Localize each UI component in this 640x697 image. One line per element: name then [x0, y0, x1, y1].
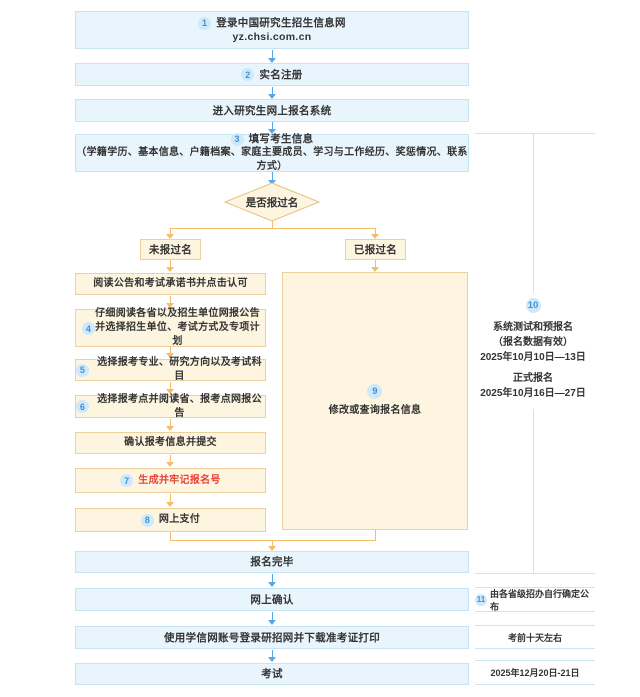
registration-period-note: 10 系统测试和预报名 （报名数据有效） 2025年10月10日—13日 正式报…	[458, 298, 608, 401]
step-exam-label: 考试	[261, 668, 283, 680]
step-number-badge: 7	[120, 474, 134, 487]
step-read-announcements-line2: 并选择招生单位、考试方式及专项计划	[95, 322, 260, 347]
step-done-label: 报名完毕	[250, 556, 294, 568]
step-login-label: 登录中国研究生招生信息网	[216, 17, 346, 29]
timeline-bracket-line	[533, 409, 534, 573]
period-subtitle: （报名数据有效）	[493, 337, 573, 348]
arrow-down-icon	[165, 382, 175, 394]
arrow-down-icon	[165, 455, 175, 467]
step-online-confirm-box: 网上确认	[75, 588, 469, 611]
step-choose-major-label: 选择报考专业、研究方向以及考试科目	[97, 357, 262, 382]
arrow-down-icon	[267, 172, 277, 185]
step-remember-number-box: 7 生成并牢记报名号	[75, 468, 266, 493]
step-fill-info-label: 填写考生信息	[248, 133, 314, 145]
step-enter-system-box: 进入研究生网上报名系统	[75, 99, 469, 122]
arrow-down-icon	[165, 347, 175, 358]
step-choose-major-box: 5 选择报考专业、研究方向以及考试科目	[75, 357, 266, 382]
note-exam-date: 2025年12月20日-21日	[475, 660, 595, 685]
note-number-badge: 10	[525, 298, 541, 313]
step-online-confirm-label: 网上确认	[250, 593, 294, 606]
step-read-announcements-line1: 仔细阅读各省以及招生单位网报公告	[95, 308, 260, 319]
arrow-down-icon	[267, 540, 277, 551]
step-register-label: 实名注册	[259, 68, 303, 81]
period-title-official: 正式报名	[513, 373, 553, 384]
step-done-box: 报名完毕	[75, 551, 469, 573]
step-read-notice-label: 阅读公告和考试承诺书并点击认可	[93, 278, 248, 289]
connector-line	[375, 530, 376, 541]
arrow-down-icon	[370, 228, 380, 239]
step-number-badge: 5	[76, 363, 89, 377]
step-pay-online-box: 8 网上支付	[75, 508, 266, 532]
step-number-badge: 1	[198, 16, 212, 30]
timeline-bracket-bottom	[475, 573, 595, 574]
arrow-down-icon	[165, 260, 175, 272]
arrow-down-icon	[267, 122, 277, 134]
step-register-box: 2 实名注册	[75, 63, 469, 86]
step-exam-box: 考试	[75, 663, 469, 685]
timeline-bracket-line	[533, 133, 534, 293]
branch-not-registered-box: 未报过名	[140, 239, 201, 260]
arrow-down-icon	[370, 260, 380, 272]
arrow-down-icon	[267, 612, 277, 625]
note-confirm-time-text: 由各省级招办自行确定公布	[490, 588, 590, 612]
step-number-badge: 3	[230, 132, 244, 146]
step-number-badge: 9	[367, 384, 383, 399]
branch-registered-box: 已报过名	[345, 239, 406, 260]
step-number-badge: 4	[82, 322, 95, 335]
arrow-down-icon	[267, 574, 277, 587]
step-fill-info-detail: （学籍学历、基本信息、户籍档案、家庭主要成员、学习与工作经历、奖惩情况、联系方式…	[76, 147, 468, 172]
period-date-pre: 2025年10月10日—13日	[480, 352, 586, 363]
step-confirm-submit-label: 确认报考信息并提交	[124, 437, 217, 448]
arrow-down-icon	[267, 87, 277, 99]
note-exam-date-text: 2025年12月20日-21日	[490, 668, 580, 678]
arrow-down-icon	[165, 419, 175, 431]
step-fill-info-box: 3 填写考生信息 （学籍学历、基本信息、户籍档案、家庭主要成员、学习与工作经历、…	[75, 132, 469, 172]
step-choose-site-box: 6 选择报考点并阅读省、报考点网报公告	[75, 393, 266, 419]
step-remember-number-label: 生成并牢记报名号	[138, 474, 221, 486]
step-number-badge: 6	[76, 400, 89, 413]
step-enter-system-label: 进入研究生网上报名系统	[212, 104, 332, 117]
step-login-box: 1 登录中国研究生招生信息网 yz.chsi.com.cn	[75, 11, 469, 49]
decision-label: 是否报过名	[245, 196, 299, 209]
step-number-badge: 2	[241, 68, 255, 81]
step-login-url: yz.chsi.com.cn	[232, 31, 312, 43]
note-ticket-time: 考前十天左右	[475, 625, 595, 649]
step-confirm-submit-box: 确认报考信息并提交	[75, 432, 266, 454]
timeline-bracket-top	[475, 133, 595, 134]
branch-not-registered-label: 未报过名	[148, 243, 193, 256]
step-modify-query-box: 9 修改或查询报名信息	[282, 272, 468, 530]
connector-line	[272, 221, 273, 229]
step-print-ticket-box: 使用学信网账号登录研招网并下载准考证打印	[75, 626, 469, 649]
step-modify-query-label: 修改或查询报名信息	[328, 405, 422, 416]
step-read-notice-box: 阅读公告和考试承诺书并点击认可	[75, 273, 266, 295]
period-title-pre: 系统测试和预报名	[493, 322, 573, 333]
note-confirm-time: 11 由各省级招办自行确定公布	[475, 587, 595, 612]
step-choose-site-label: 选择报考点并阅读省、报考点网报公告	[97, 393, 262, 419]
step-pay-online-label: 网上支付	[158, 514, 201, 525]
arrow-down-icon	[165, 494, 175, 507]
connector-line	[170, 228, 376, 229]
step-number-badge: 8	[140, 513, 154, 527]
note-number-badge: 11	[475, 593, 487, 606]
connector-line	[170, 532, 171, 541]
period-date-official: 2025年10月16日—27日	[480, 388, 586, 399]
arrow-down-icon	[267, 50, 277, 63]
step-read-announcements-box: 4 仔细阅读各省以及招生单位网报公告 并选择招生单位、考试方式及专项计划	[75, 308, 266, 347]
connector-line	[170, 540, 376, 541]
arrow-down-icon	[267, 650, 277, 662]
step-print-ticket-label: 使用学信网账号登录研招网并下载准考证打印	[164, 631, 380, 644]
note-ticket-time-text: 考前十天左右	[507, 632, 562, 643]
branch-registered-label: 已报过名	[353, 243, 398, 256]
arrow-down-icon	[165, 228, 175, 239]
arrow-down-icon	[165, 296, 175, 308]
